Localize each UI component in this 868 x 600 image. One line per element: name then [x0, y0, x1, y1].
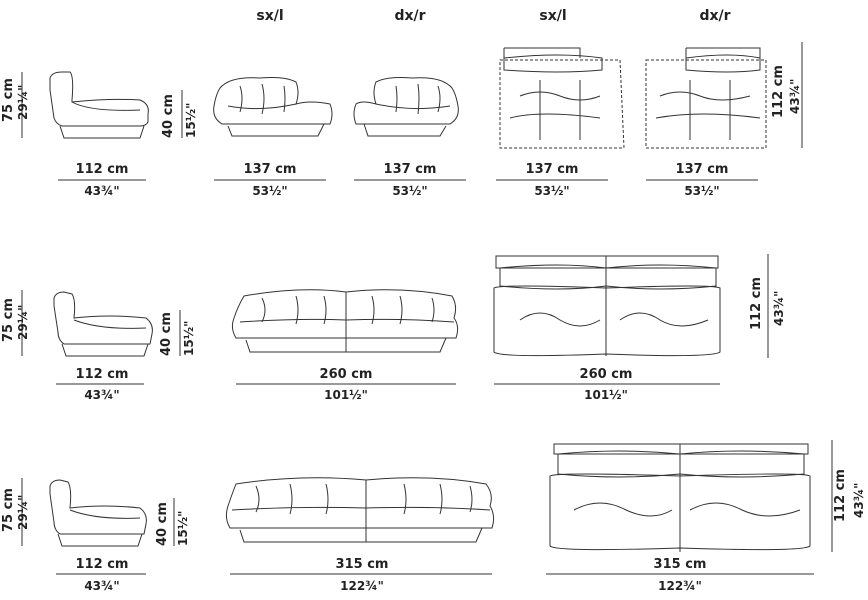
seat-40cm-label-row1: 40 cm — [161, 94, 176, 138]
width-43in-label-row2: 43¾" — [84, 388, 120, 402]
width-43in-label-row1: 43¾" — [84, 184, 120, 198]
front-view-dxr-row1 — [353, 77, 459, 137]
width-122in-label-plan: 122¾" — [658, 579, 702, 593]
side-view-row2 — [53, 291, 153, 357]
width-315cm-label-plan: 315 cm — [653, 557, 707, 572]
width-101in-label-plan: 101½" — [584, 388, 628, 402]
width-122in-label-front: 122¾" — [340, 579, 384, 593]
width-53in-label-sxl: 53½" — [252, 184, 288, 198]
seat-40cm-label-row3: 40 cm — [155, 502, 170, 546]
width-260cm-label-front: 260 cm — [319, 367, 373, 382]
width-53in-label-plan-dxr: 53½" — [684, 184, 720, 198]
seat-15in-label-row3: 15½" — [176, 510, 190, 546]
width-137cm-label-dxr: 137 cm — [383, 162, 437, 177]
height-75cm-label-row1: 75 cm — [1, 78, 16, 122]
depth-112cm-label-row1: 112 cm — [771, 65, 786, 118]
width-53in-label-dxr: 53½" — [392, 184, 428, 198]
column-header-dxr-plan: dx/r — [699, 8, 731, 24]
width-53in-label-plan-sxl: 53½" — [534, 184, 570, 198]
seat-40cm-label-row2: 40 cm — [159, 312, 174, 356]
height-29in-label-row3: 29¼" — [16, 494, 30, 530]
height-75cm-label-row3: 75 cm — [1, 488, 16, 532]
width-101in-label-front: 101½" — [324, 388, 368, 402]
depth-43in-label-row1: 43¾" — [788, 78, 802, 114]
width-315cm-label-front: 315 cm — [335, 557, 389, 572]
front-view-sxl-row1 — [213, 77, 333, 137]
plan-view-row2 — [493, 255, 721, 357]
column-header-dxr-front: dx/r — [394, 8, 426, 24]
side-view-row3 — [49, 479, 147, 547]
front-view-row2 — [231, 289, 459, 353]
front-view-row3 — [225, 477, 495, 543]
plan-view-dxr-row1 — [645, 47, 767, 149]
height-75cm-label-row2: 75 cm — [1, 298, 16, 342]
height-29in-label-row1: 29¼" — [16, 84, 30, 120]
seat-15in-label-row1: 15½" — [184, 102, 198, 138]
width-43in-label-row3: 43¾" — [84, 579, 120, 593]
width-260cm-label-plan: 260 cm — [579, 367, 633, 382]
dimension-lines — [21, 42, 833, 575]
seat-15in-label-row2: 15½" — [182, 320, 196, 356]
plan-view-sxl-row1 — [499, 47, 625, 149]
side-view-row1 — [49, 71, 149, 139]
width-137cm-label-plan-sxl: 137 cm — [525, 162, 579, 177]
width-137cm-label-plan-dxr: 137 cm — [675, 162, 729, 177]
depth-112cm-label-row2: 112 cm — [749, 277, 764, 330]
column-header-sxl-plan: sx/l — [539, 8, 567, 24]
width-112cm-label-row2: 112 cm — [75, 367, 129, 382]
width-137cm-label-sxl: 137 cm — [243, 162, 297, 177]
depth-112cm-label-row3: 112 cm — [833, 469, 848, 522]
column-header-sxl-front: sx/l — [256, 8, 284, 24]
height-29in-label-row2: 29¼" — [16, 304, 30, 340]
width-112cm-label-row1: 112 cm — [75, 162, 129, 177]
width-112cm-label-row3: 112 cm — [75, 557, 129, 572]
depth-43in-label-row3: 43¾" — [852, 482, 866, 518]
depth-43in-label-row2: 43¾" — [772, 290, 786, 326]
plan-view-row3 — [549, 443, 811, 552]
